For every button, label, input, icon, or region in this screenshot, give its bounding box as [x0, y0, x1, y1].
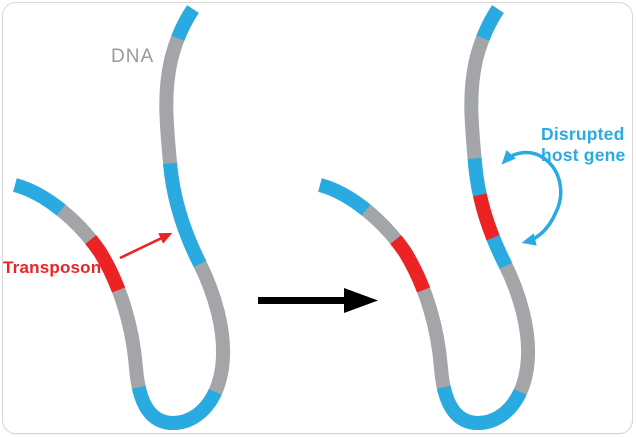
disrupted-host-gene-label: Disrupted host gene [541, 124, 626, 165]
inserted-transposon-segments [320, 9, 528, 423]
transposon-pointer-arrow-icon [119, 232, 173, 260]
dna-backbone [15, 9, 223, 423]
transposon-segment [15, 9, 223, 423]
transition-arrow-icon [258, 288, 378, 313]
disrupted-label-line2: host gene [541, 145, 626, 165]
host-gene-segments [15, 9, 223, 423]
dna-strand-after-insertion [320, 9, 528, 423]
dna-label: DNA [111, 46, 154, 67]
dna-backbone [320, 9, 528, 423]
transposon-label: Transposon [3, 258, 101, 277]
disruption-curved-arrow-icon [501, 149, 563, 246]
dna-strand-original [15, 9, 223, 423]
disrupted-label-line1: Disrupted [541, 124, 624, 144]
disrupted-host-gene-segments [320, 9, 528, 423]
